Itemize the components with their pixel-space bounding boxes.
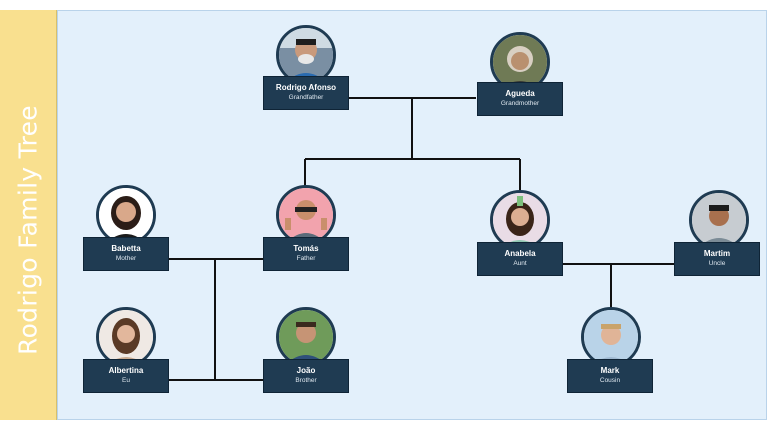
name-mark: Mark — [600, 366, 620, 375]
role-agueda: Grandmother — [500, 100, 540, 107]
name-agueda: Agueda — [505, 89, 535, 98]
role-martim: Uncle — [708, 260, 726, 267]
role-tomas: Father — [296, 255, 316, 262]
name-martim: Martim — [703, 249, 731, 258]
card-rodrigo: Rodrigo Afonso Grandfather — [263, 76, 349, 110]
avatar-albertina — [96, 307, 156, 367]
role-mark: Cousin — [599, 377, 621, 384]
avatar-tomas — [276, 185, 336, 245]
name-rodrigo: Rodrigo Afonso — [275, 83, 337, 92]
card-tomas: Tomás Father — [263, 237, 349, 271]
card-agueda: Agueda Grandmother — [477, 82, 563, 116]
card-anabela: Anabela Aunt — [477, 242, 563, 276]
card-babetta: Babetta Mother — [83, 237, 169, 271]
name-joao: João — [296, 366, 316, 375]
card-albertina: Albertina Eu — [83, 359, 169, 393]
card-joao: João Brother — [263, 359, 349, 393]
avatar-anabela — [490, 190, 550, 250]
role-albertina: Eu — [122, 377, 130, 384]
role-rodrigo: Grandfather — [288, 94, 324, 101]
tree-canvas — [57, 10, 767, 420]
name-babetta: Babetta — [111, 244, 141, 253]
avatar-martim — [689, 190, 749, 250]
avatar-babetta — [96, 185, 156, 245]
role-joao: Brother — [295, 377, 317, 384]
name-tomas: Tomás — [293, 244, 319, 253]
avatar-joao — [276, 307, 336, 367]
role-babetta: Mother — [115, 255, 137, 262]
card-martim: Martim Uncle — [674, 242, 760, 276]
avatar-mark — [581, 307, 641, 367]
title-band: Rodrigo Family Tree — [0, 10, 57, 420]
card-mark: Mark Cousin — [567, 359, 653, 393]
name-albertina: Albertina — [108, 366, 144, 375]
role-anabela: Aunt — [513, 260, 527, 267]
name-anabela: Anabela — [504, 249, 536, 258]
